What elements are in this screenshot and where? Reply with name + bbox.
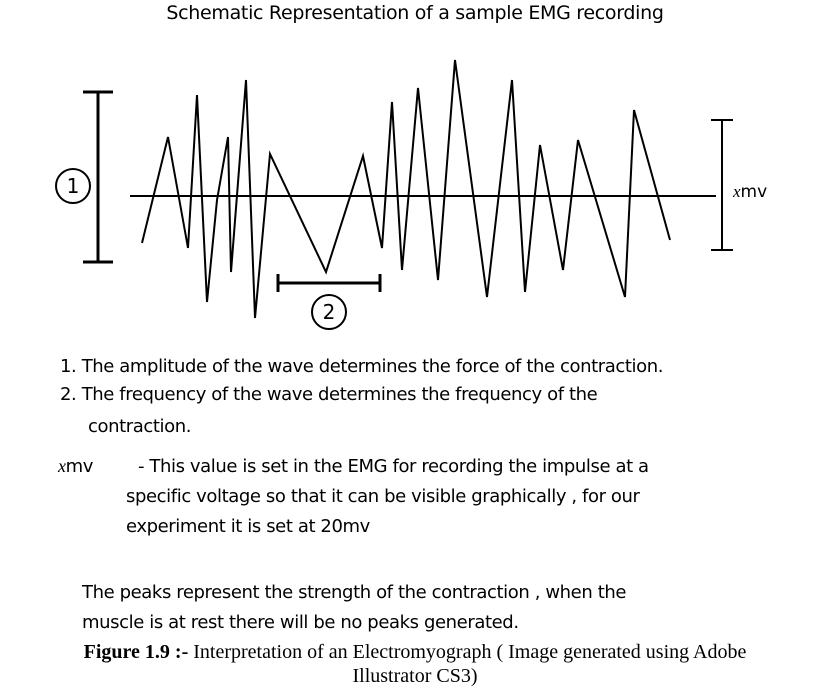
xmv-description-line-2: specific voltage so that it can be visib… — [126, 486, 640, 507]
marker-1: 1 — [55, 168, 91, 204]
voltage-label-var: x — [732, 182, 741, 201]
emg-schematic: 1 2 xmv — [55, 59, 767, 330]
xmv-description-line-1: - This value is set in the EMG for recor… — [138, 456, 649, 477]
xmv-description-line-3: experiment it is set at 20mv — [126, 516, 370, 537]
note-frequency: 2. The frequency of the wave determines … — [60, 384, 598, 405]
figure-caption-label: Figure 1.9 :- — [83, 641, 189, 663]
marker-2: 2 — [311, 294, 347, 330]
note-frequency-cont: contraction. — [88, 416, 192, 437]
figure-caption: Figure 1.9 :- Interpretation of an Elect… — [0, 640, 830, 688]
voltage-label: xmv — [732, 182, 767, 202]
marker-1-label: 1 — [67, 174, 80, 198]
figure-caption-text-2: Illustrator CS3) — [352, 665, 478, 687]
note-amplitude: 1. The amplitude of the wave determines … — [60, 356, 664, 377]
emg-waveform — [141, 59, 671, 319]
marker-2-label: 2 — [323, 300, 336, 324]
voltage-label-unit: mv — [741, 182, 768, 202]
figure-caption-text-1: Interpretation of an Electromyograph ( I… — [188, 641, 747, 663]
frequency-bracket — [276, 274, 382, 292]
xmv-term-unit: mv — [65, 456, 94, 477]
xmv-term: xmv — [58, 453, 93, 480]
peaks-note-line-2: muscle is at rest there will be no peaks… — [82, 612, 519, 633]
peaks-note-line-1: The peaks represent the strength of the … — [82, 582, 627, 603]
voltage-bracket — [711, 119, 733, 251]
xmv-term-var: x — [58, 456, 66, 476]
amplitude-bracket — [83, 90, 113, 264]
diagram-title: Schematic Representation of a sample EMG… — [166, 2, 664, 24]
